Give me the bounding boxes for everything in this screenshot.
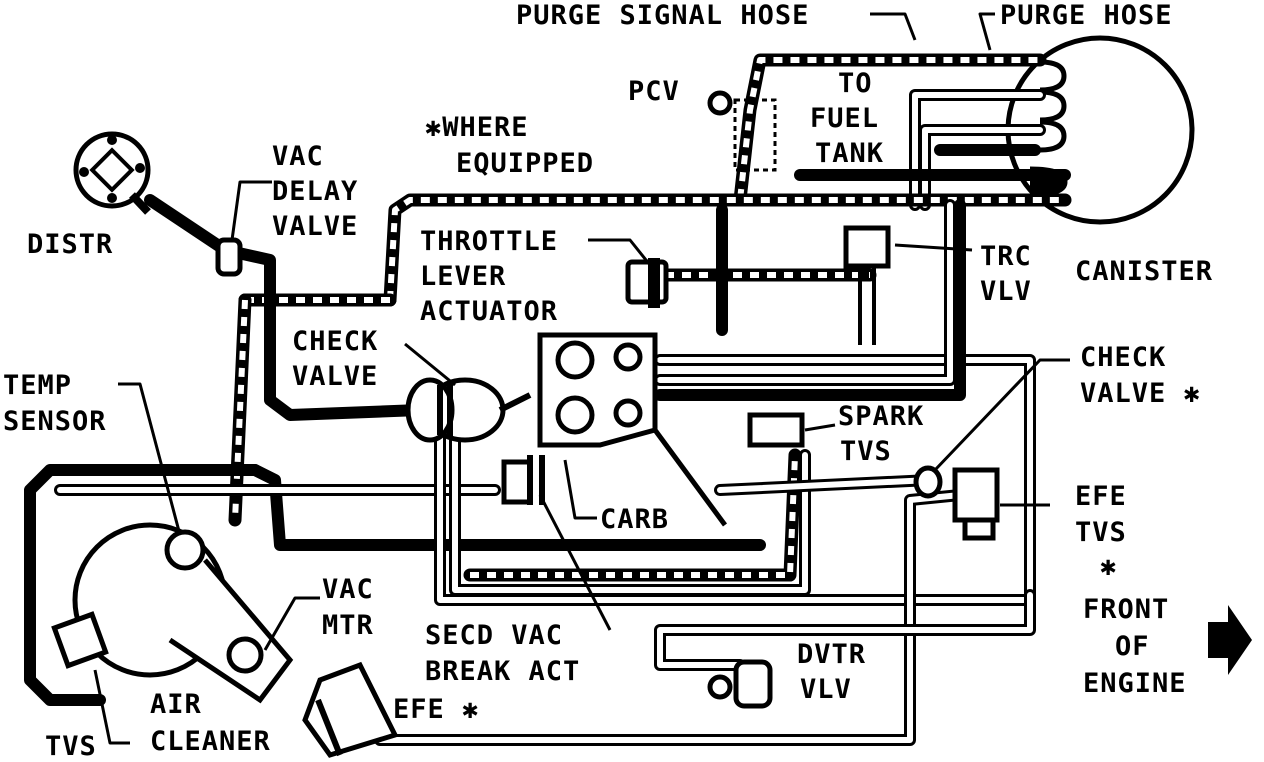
label-pcv: PCV <box>628 76 680 107</box>
label-efe-tvs-3: ✱ <box>1100 551 1117 582</box>
label-dvtr-1: DVTR <box>797 639 866 670</box>
label-temp-2: SENSOR <box>3 406 107 437</box>
lower-vacuum-lines <box>374 199 1036 746</box>
label-throttle-2: LEVER <box>420 261 506 292</box>
distributor <box>73 131 151 215</box>
efe-valve <box>302 661 399 758</box>
pcv-valve <box>707 90 777 172</box>
label-vac-mtr-1: VAC <box>322 574 374 605</box>
temp-sensor <box>164 529 206 571</box>
air-cleaner-hose <box>24 464 766 706</box>
vac-motor <box>226 636 264 674</box>
label-front-3: ENGINE <box>1083 668 1187 699</box>
carburetor <box>537 332 728 527</box>
label-trc-1: TRC <box>980 241 1032 272</box>
label-throttle-1: THROTTLE <box>420 226 558 257</box>
label-spark-2: TVS <box>840 436 892 467</box>
label-tank: TANK <box>815 138 884 169</box>
label-canister: CANISTER <box>1075 256 1213 287</box>
label-purge-signal-hose: PURGE SIGNAL HOSE <box>516 0 809 31</box>
label-to: TO <box>838 68 873 99</box>
label-check-valve-left-1: CHECK <box>292 326 378 357</box>
leader-lines <box>93 12 1070 745</box>
label-where-equipped-1: ✱WHERE <box>425 112 529 143</box>
label-front-2: OF <box>1115 631 1150 662</box>
label-tvs: TVS <box>45 731 97 762</box>
label-carb: CARB <box>600 504 669 535</box>
label-vac-delay-2: DELAY <box>272 176 358 207</box>
label-temp-1: TEMP <box>3 370 72 401</box>
label-spark-1: SPARK <box>838 401 924 432</box>
labels: PURGE SIGNAL HOSE PURGE HOSE PCV TO FUEL… <box>3 0 1213 762</box>
label-vac-mtr-2: MTR <box>322 610 374 641</box>
label-vac-delay-3: VALVE <box>272 211 358 242</box>
throttle-actuator-line <box>658 204 877 336</box>
check-valve-right <box>913 465 943 499</box>
label-front-1: FRONT <box>1083 594 1169 625</box>
trc-valve <box>843 225 891 345</box>
check-valve-left <box>405 377 532 443</box>
label-efe-tvs-2: TVS <box>1075 517 1127 548</box>
distributor-line <box>144 194 426 421</box>
label-dvtr-2: VLV <box>800 674 852 705</box>
label-throttle-3: ACTUATOR <box>420 296 558 327</box>
vac-delay-valve <box>215 237 243 277</box>
secd-vac-break-actuator <box>501 455 545 505</box>
label-secd-2: BREAK ACT <box>425 656 580 687</box>
label-fuel: FUEL <box>810 103 879 134</box>
efe-tvs <box>952 467 1000 541</box>
front-arrow-icon <box>1208 605 1252 675</box>
spark-tvs <box>747 412 805 448</box>
label-purge-hose: PURGE HOSE <box>1000 0 1173 31</box>
label-trc-2: VLV <box>980 276 1032 307</box>
throttle-lever-actuator <box>625 258 669 308</box>
label-check-valve-right-2: VALVE ✱ <box>1080 378 1201 409</box>
label-efe: EFE ✱ <box>393 694 479 725</box>
label-secd-1: SECD VAC <box>425 620 563 651</box>
label-vac-delay-1: VAC <box>272 141 324 172</box>
fuel-tank-hose <box>794 144 1071 181</box>
dvtr-valve <box>707 659 773 709</box>
label-air-1: AIR <box>150 689 202 720</box>
label-air-2: CLEANER <box>150 726 271 757</box>
label-distr: DISTR <box>27 229 113 260</box>
label-check-valve-left-2: VALVE <box>292 361 378 392</box>
label-efe-tvs-1: EFE <box>1075 481 1127 512</box>
label-check-valve-right-1: CHECK <box>1080 342 1166 373</box>
label-where-equipped-2: EQUIPPED <box>456 148 594 179</box>
